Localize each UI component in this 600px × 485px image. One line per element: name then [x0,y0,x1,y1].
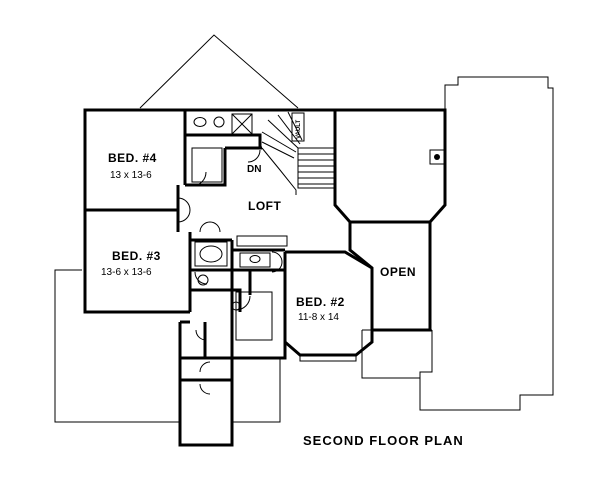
window-bay [299,354,357,362]
staircase [261,111,335,195]
interior-walls [85,110,287,382]
bed4-size: 13 x 13-6 [110,170,152,181]
room-labels: BED. #4 13 x 13-6 BED. #3 13-6 x 13-6 BE… [101,120,464,448]
roof-outline [54,34,554,423]
bed3-size: 13-6 x 13-6 [101,267,152,278]
open-label: OPEN [380,265,416,279]
fireplace-symbol [429,149,445,165]
bed3-name: BED. #3 [112,249,161,263]
bed2-name: BED. #2 [296,295,345,309]
loft-label: LOFT [248,199,281,213]
bed2-size: 11-8 x 14 [298,312,339,323]
bath-fixtures [191,113,288,341]
plan-title: SECOND FLOOR PLAN [303,433,464,448]
doors [177,149,283,395]
bed4-name: BED. #4 [108,151,157,165]
stair-down-label: DN [247,164,261,175]
vault-label: VAULT [296,120,302,139]
